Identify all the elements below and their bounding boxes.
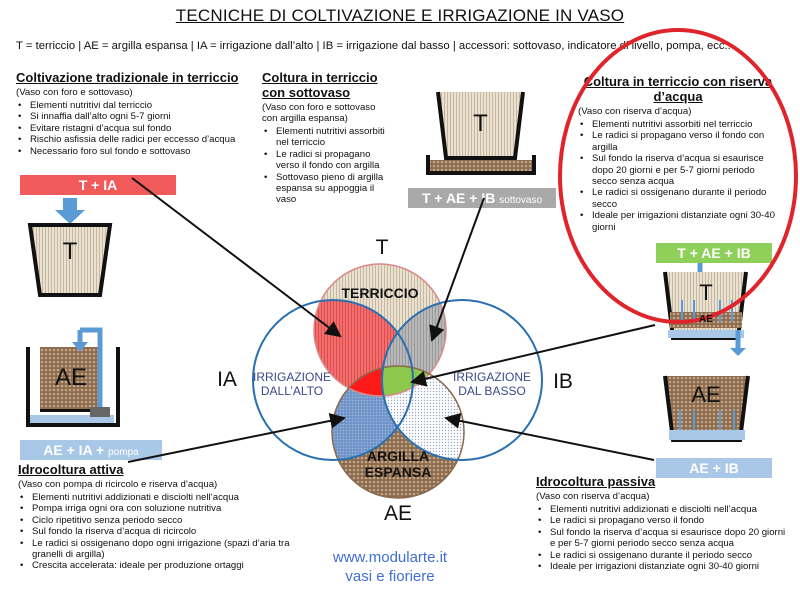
section-reserve-title: Coltura in terriccio con riserva d’acqua <box>583 74 773 104</box>
venn-letter-ia: IA <box>217 368 237 391</box>
list-item: Elementi nutritivi addizionati e disciol… <box>20 492 298 504</box>
list-item: Elementi nutritivi dal terriccio <box>18 100 256 112</box>
venn-irr-alto-label: IRRIGAZIONE DALL’ALTO <box>250 370 334 398</box>
venn-irr-alto-line2: DALL’ALTO <box>260 384 324 398</box>
list-item: Rischio asfissia delle radici per eccess… <box>18 134 256 146</box>
section-active: Idrocoltura attiva (Vaso con pompa di ri… <box>18 462 298 572</box>
pot-t3-label: T <box>699 280 713 305</box>
tag-t-ae-ib-sottovaso-small: sottovaso <box>499 195 543 206</box>
section-saucer-subtitle: (Vaso con foro e sottovaso con argilla e… <box>262 102 376 124</box>
list-item: Ideale per irrigazioni distanziate ogni … <box>580 210 778 233</box>
list-item: Le radici si propagano verso il fondo co… <box>580 130 778 153</box>
tag-t-ae-ib-sottovaso-label: T + AE + IB <box>421 190 496 206</box>
list-item: Sul fondo la riserva d’acqua si esaurisc… <box>580 153 778 187</box>
venn-terriccio-label: TERRICCIO <box>341 285 419 301</box>
website-tagline: vasi e fioriere <box>345 568 435 585</box>
arrow-down-icon <box>63 198 77 212</box>
list-item: Le radici si propagano verso il fondo co… <box>264 149 387 172</box>
tag-t-ia: T + IA <box>20 175 176 195</box>
pot-argilla-icon <box>40 347 102 409</box>
list-item: Sul fondo la riserva d’acqua di ricircol… <box>20 526 298 538</box>
section-passive-points: Elementi nutritivi addizionati e disciol… <box>536 504 786 573</box>
website-url: www.modularte.it <box>332 549 448 566</box>
section-active-points: Elementi nutritivi addizionati e disciol… <box>18 492 298 572</box>
tag-t-ae-ib: T + AE + IB <box>656 243 772 263</box>
pot-t-label: T <box>62 238 78 265</box>
venn-letter-ib: IB <box>553 370 573 393</box>
pot-terriccio-icon <box>27 223 113 297</box>
website-credit: www.modularte.it vasi e fioriere <box>300 548 480 586</box>
list-item: Elementi nutritivi assorbiti nel terricc… <box>264 126 387 149</box>
list-item: Crescita accelerata: ideale per produzio… <box>20 560 298 572</box>
pot-ae2-label: AE <box>691 382 721 407</box>
tag-ae-ia-pompa: AE + IA + pompa <box>20 440 162 460</box>
section-traditional: Coltivazione tradizionale in terriccio (… <box>16 70 256 157</box>
section-traditional-points: Elementi nutritivi dal terriccio Si inna… <box>16 100 256 157</box>
section-saucer-title: Coltura in terriccio con sottovaso <box>262 70 378 100</box>
venn-argilla-line1: ARGILLA <box>366 448 430 464</box>
list-item: Elementi nutritivi assorbiti nel terricc… <box>580 119 778 131</box>
venn-argilla-line2: ESPANSA <box>364 464 432 480</box>
section-passive-title: Idrocoltura passiva <box>536 474 656 489</box>
tag-ae-ia-pompa-small: pompa <box>108 447 139 458</box>
section-traditional-subtitle: (Vaso con foro e sottovaso) <box>16 87 133 98</box>
list-item: Le radici si ossigenano durante il perio… <box>538 550 786 562</box>
venn-irr-basso-line1: IRRIGAZIONE <box>452 370 531 384</box>
tag-ae-ib: AE + IB <box>656 458 772 478</box>
list-item: Necessario foro sul fondo e sottovaso <box>18 146 256 158</box>
section-passive: Idrocoltura passiva (Vaso con riserva d’… <box>536 474 786 573</box>
venn-irr-basso-line2: DAL BASSO <box>458 384 526 398</box>
list-item: Ideale per irrigazioni distanziate ogni … <box>538 561 786 573</box>
pot-ae-small-label: AE <box>699 314 713 325</box>
list-item: Si innaffia dall’alto ogni 5-7 giorni <box>18 111 256 123</box>
section-traditional-title: Coltivazione tradizionale in terriccio <box>16 70 239 85</box>
venn-argilla-label: ARGILLA ESPANSA <box>348 448 448 480</box>
section-active-subtitle: (Vaso con pompa di ricircolo e riserva d… <box>18 479 218 490</box>
pump-icon <box>90 407 110 417</box>
section-reserve-points: Elementi nutritivi assorbiti nel terricc… <box>578 119 778 233</box>
list-item: Ciclo ripetitivo senza periodo secco <box>20 515 298 527</box>
venn-irr-basso-label: IRRIGAZIONE DAL BASSO <box>450 370 534 398</box>
section-saucer-points: Elementi nutritivi assorbiti nel terricc… <box>262 126 387 206</box>
section-active-title: Idrocoltura attiva <box>18 462 124 477</box>
pot-ae-label: AE <box>54 364 87 391</box>
pot-terriccio-sottovaso-icon <box>436 91 525 160</box>
legend-text: T = terriccio | AE = argilla espansa | I… <box>16 40 731 52</box>
list-item: Evitare ristagni d’acqua sul fondo <box>18 123 256 135</box>
section-passive-subtitle: (Vaso con riserva d’acqua) <box>536 491 650 502</box>
section-saucer: Coltura in terriccio con sottovaso (Vaso… <box>262 70 387 206</box>
section-reserve: Coltura in terriccio con riserva d’acqua… <box>578 74 778 233</box>
list-item: Le radici si ossigenano durante il perio… <box>580 187 778 210</box>
tag-t-ae-ib-sottovaso: T + AE + IB sottovaso <box>408 188 556 208</box>
list-item: Pompa irriga ogni ora con soluzione nutr… <box>20 503 298 515</box>
list-item: Le radici si ossigenano dopo ogni irriga… <box>20 538 298 561</box>
list-item: Sottovaso pieno di argilla espansa su ap… <box>264 172 387 206</box>
venn-letter-t: T <box>375 236 389 259</box>
tag-ae-ia-pompa-label: AE + IA + <box>43 442 105 458</box>
venn-irr-alto-line1: IRRIGAZIONE <box>252 370 331 384</box>
page-title: TECNICHE DI COLTIVAZIONE E IRRIGAZIONE I… <box>175 6 625 25</box>
venn-letter-ae: AE <box>383 502 412 525</box>
highlight-ellipse <box>558 28 798 324</box>
list-item: Sul fondo la riserva d’acqua si esaurisc… <box>538 527 786 550</box>
pot-t2-label: T <box>473 110 488 137</box>
section-reserve-subtitle: (Vaso con riserva d’acqua) <box>578 106 692 117</box>
list-item: Le radici si propagano verso il fondo <box>538 515 786 527</box>
list-item: Elementi nutritivi addizionati e disciol… <box>538 504 786 516</box>
